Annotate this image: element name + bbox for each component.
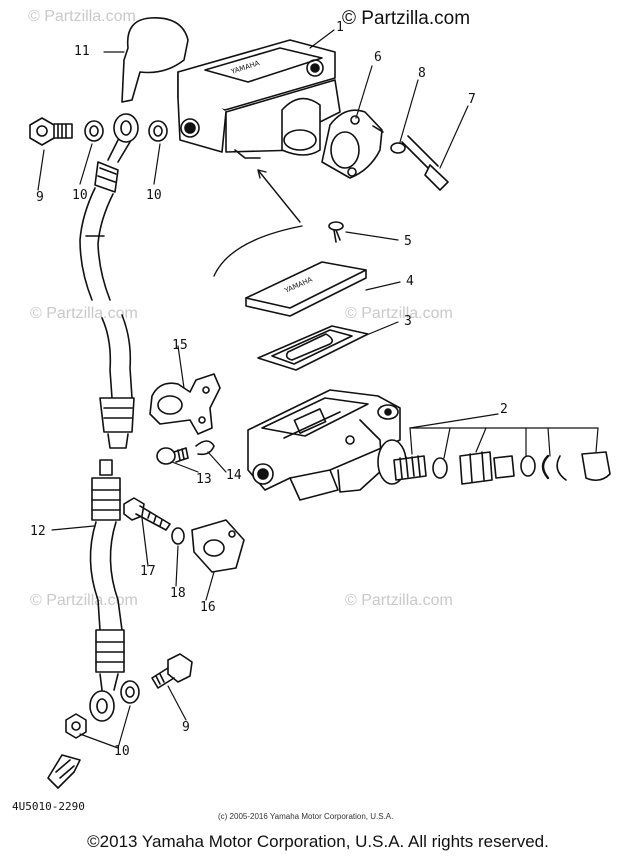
piston-kit-2 (393, 451, 611, 485)
callout-4: 4 (406, 274, 414, 289)
watermark: © Partzilla.com (30, 305, 138, 322)
callout-9-lower: 9 (182, 720, 190, 735)
callout-12: 12 (30, 524, 46, 539)
bolt-17 (123, 497, 171, 531)
callout-16: 16 (200, 600, 216, 615)
callout-3: 3 (404, 314, 412, 329)
gasket-10-lower-right (120, 680, 140, 704)
callout-14: 14 (226, 468, 242, 483)
leader-lines (37, 29, 599, 749)
callout-2: 2 (500, 402, 508, 417)
union-bolt-9-top (29, 117, 73, 146)
screw-13 (156, 447, 189, 465)
gasket-10-top-left (84, 120, 104, 142)
gasket-10-top-right (148, 120, 168, 142)
callout-11: 11 (74, 44, 90, 59)
holder-16 (191, 519, 245, 573)
assembly-arrow (213, 169, 303, 277)
washer-8 (390, 142, 406, 154)
screw-5 (328, 221, 344, 243)
callout-10-top-right: 10 (146, 188, 162, 203)
master-cylinder-body (247, 389, 407, 501)
brake-hose-lower-12 (89, 459, 125, 722)
bolt-7 (401, 135, 449, 191)
small-copyright: (c) 2005-2016 Yamaha Motor Corporation, … (218, 812, 394, 821)
master-cylinder-holder (321, 109, 384, 179)
master-cylinder-top: YAMAHA (177, 39, 341, 159)
callout-8: 8 (418, 66, 426, 81)
callout-7: 7 (468, 92, 476, 107)
hose-clip (47, 754, 81, 789)
bracket-15 (149, 373, 221, 435)
brake-hose-upper (79, 113, 139, 301)
callout-5: 5 (404, 234, 412, 249)
callout-18: 18 (170, 586, 186, 601)
union-bolt-9-lower (151, 653, 193, 689)
gasket-10-lower-left (65, 713, 87, 739)
callout-17: 17 (140, 564, 156, 579)
watermark: © Partzilla.com (345, 305, 453, 322)
watermark: © Partzilla.com (345, 592, 453, 609)
callout-10-top-left: 10 (72, 188, 88, 203)
callout-9-top: 9 (36, 190, 44, 205)
callout-10-lower: 10 (114, 744, 130, 759)
brake-hose-middle (99, 314, 135, 449)
washer-18 (171, 527, 185, 545)
callout-1: 1 (336, 20, 344, 35)
callout-15: 15 (172, 338, 188, 353)
rubber-boot-11 (121, 17, 189, 103)
diaphragm-3 (257, 325, 369, 371)
watermark: © Partzilla.com (28, 8, 136, 25)
footer-copyright: ©2013 Yamaha Motor Corporation, U.S.A. A… (87, 832, 549, 851)
clip-14 (195, 440, 215, 456)
callout-6: 6 (374, 50, 382, 65)
header-watermark: © Partzilla.com (342, 8, 471, 29)
reservoir-cap-4: YAMAHA (245, 261, 367, 317)
watermark: © Partzilla.com (30, 592, 138, 609)
callout-13: 13 (196, 472, 212, 487)
diagram-code: 4U5010-2290 (12, 800, 85, 813)
